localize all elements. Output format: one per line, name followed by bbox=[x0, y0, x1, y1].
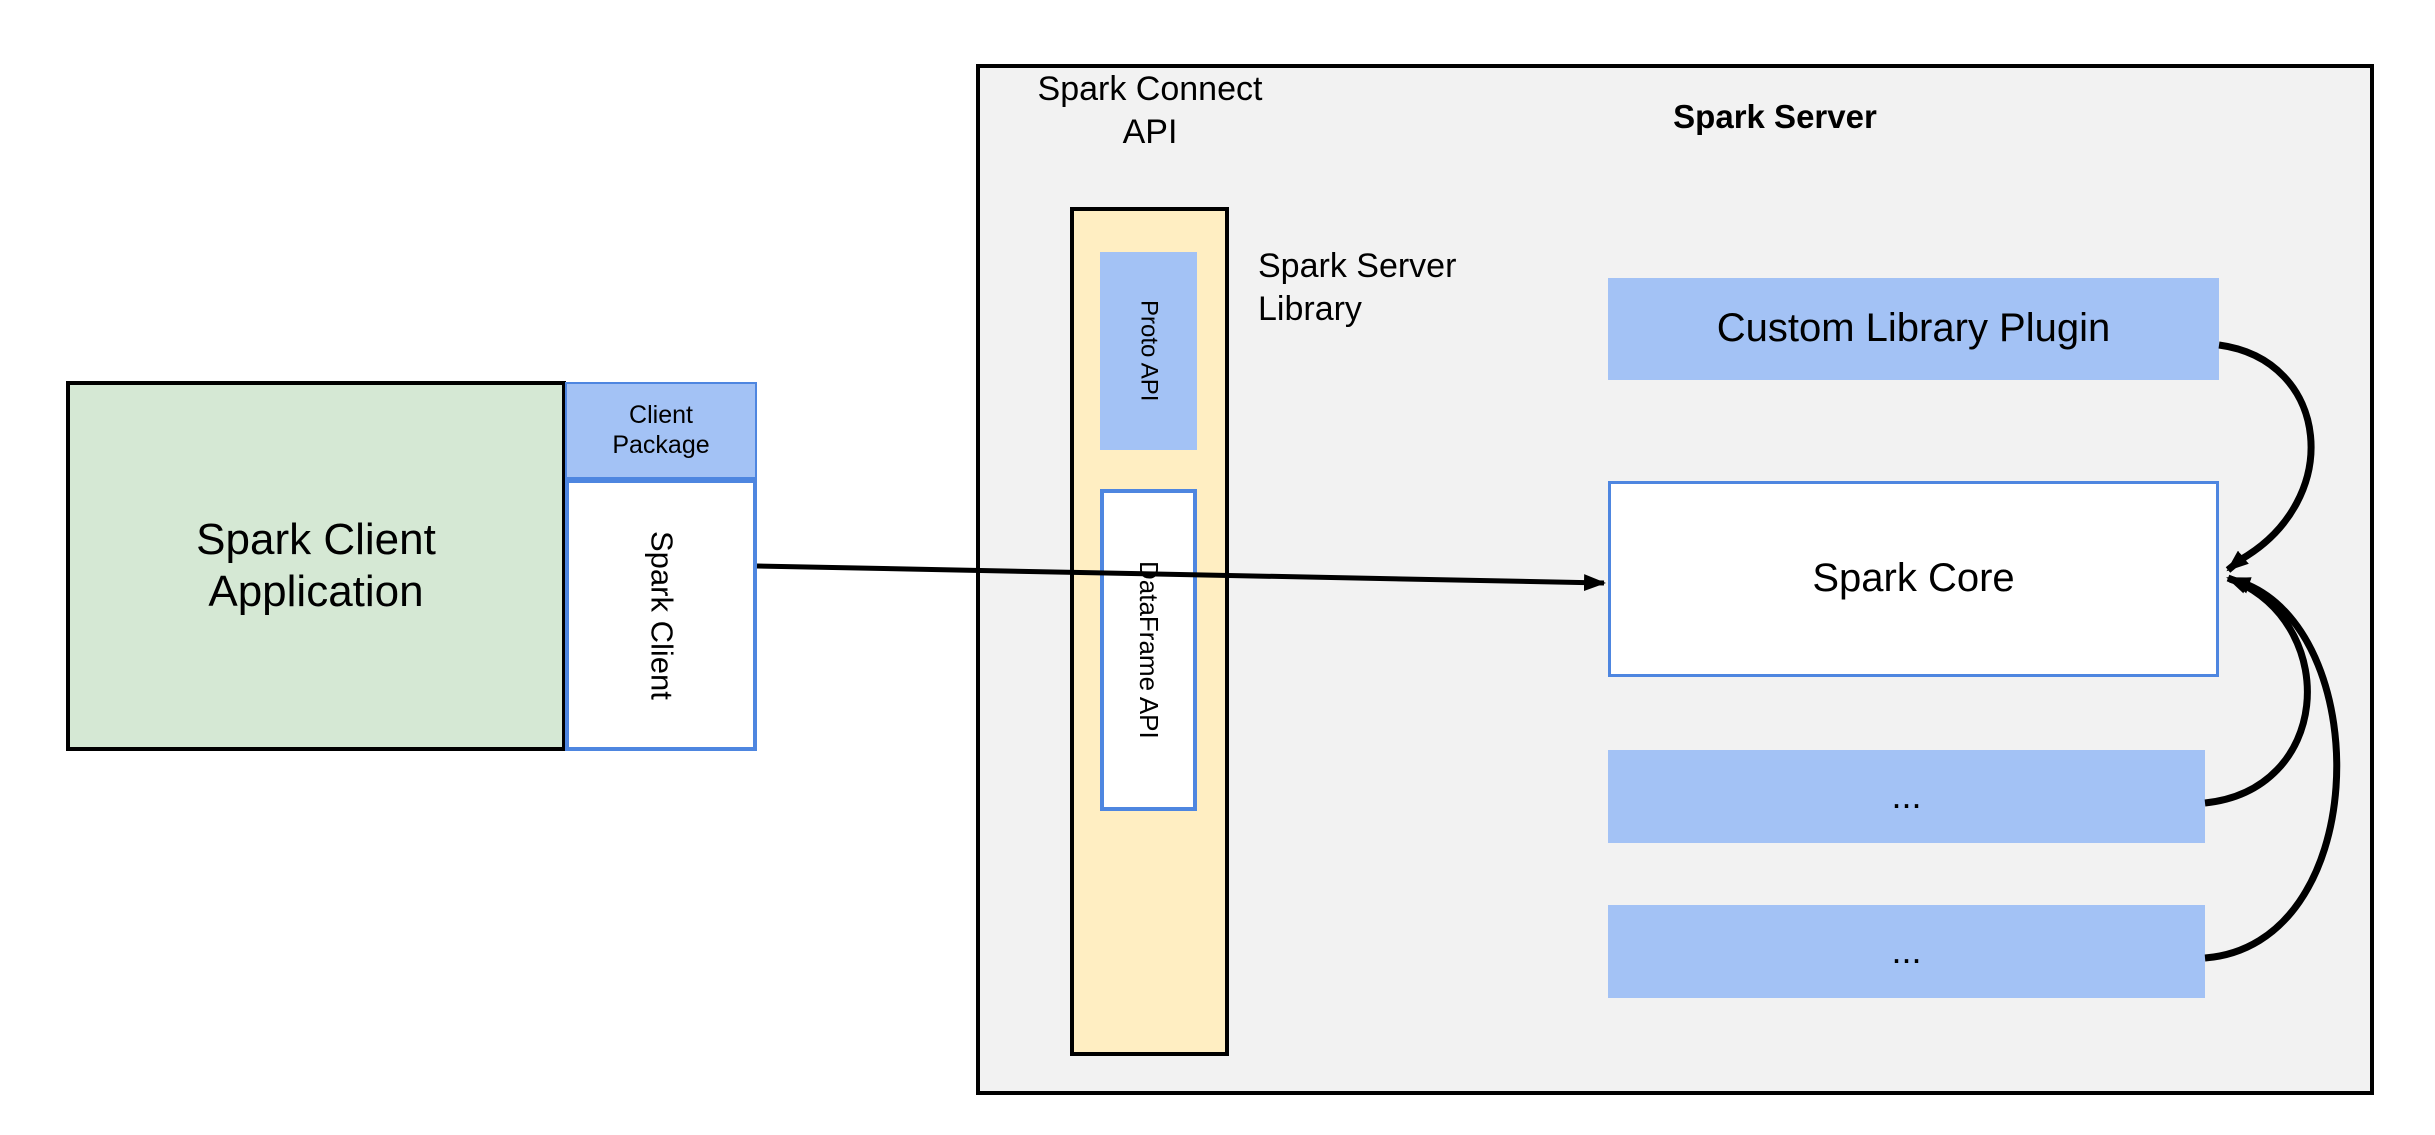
ellipsis-box-2-label: ... bbox=[1891, 930, 1922, 972]
spark-client-label: Spark Client bbox=[644, 530, 680, 700]
proto-api-box[interactable]: Proto API bbox=[1100, 252, 1197, 450]
custom-library-plugin-box[interactable]: Custom Library Plugin bbox=[1608, 278, 2219, 380]
ellipsis-box-1-label: ... bbox=[1891, 775, 1922, 817]
proto-api-label: Proto API bbox=[1135, 300, 1163, 402]
custom-library-plugin-label: Custom Library Plugin bbox=[1716, 306, 2111, 351]
ellipsis-box-2[interactable]: ... bbox=[1608, 905, 2205, 998]
ellipsis-box-1[interactable]: ... bbox=[1608, 750, 2205, 843]
spark-client-box[interactable]: Spark Client bbox=[565, 479, 757, 751]
dataframe-api-label: DataFrame API bbox=[1133, 561, 1164, 739]
spark-core-box[interactable]: Spark Core bbox=[1608, 481, 2219, 677]
dataframe-api-box[interactable]: DataFrame API bbox=[1100, 489, 1197, 811]
spark-server-title: Spark Server bbox=[1673, 98, 1877, 135]
spark-core-label: Spark Core bbox=[1812, 556, 2015, 601]
